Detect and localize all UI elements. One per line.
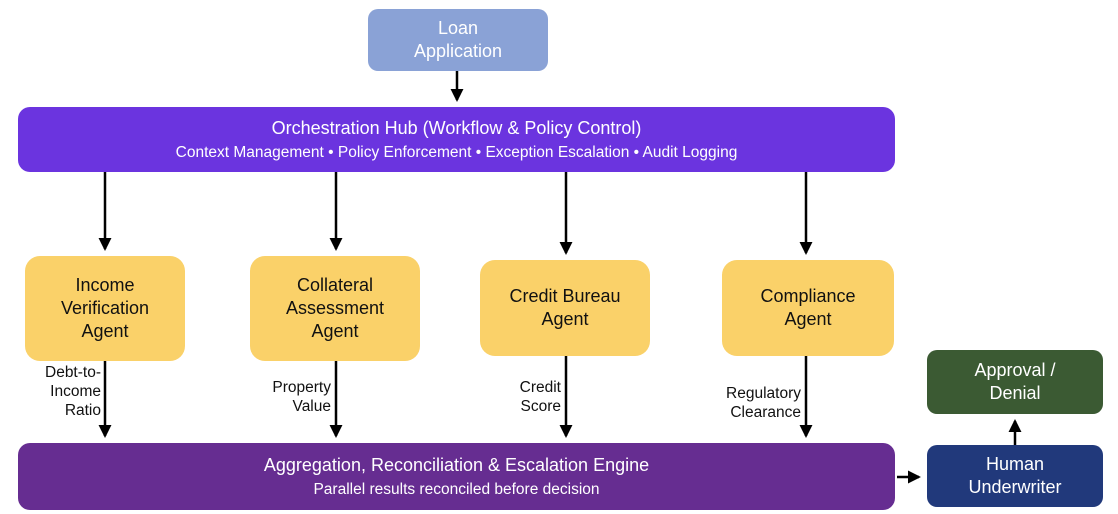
collateral-assessment-agent-label: Collateral Assessment Agent bbox=[285, 274, 385, 342]
credit-bureau-agent-node: Credit Bureau Agent bbox=[480, 260, 650, 356]
orchestration-hub-subtitle: Context Management • Policy Enforcement … bbox=[175, 143, 738, 161]
orchestration-hub-node: Orchestration Hub (Workflow & Policy Con… bbox=[18, 107, 895, 172]
human-underwriter-label: Human Underwriter bbox=[968, 453, 1062, 497]
collateral-assessment-agent-node: Collateral Assessment Agent bbox=[250, 256, 420, 361]
human-underwriter-node: Human Underwriter bbox=[927, 445, 1103, 507]
income-verification-agent-node: Income Verification Agent bbox=[25, 256, 185, 361]
aggregation-engine-title: Aggregation, Reconciliation & Escalation… bbox=[263, 454, 650, 475]
edge-label-property-value: Property Value bbox=[272, 379, 331, 415]
income-verification-agent-label: Income Verification Agent bbox=[60, 274, 150, 342]
edge-label-regulatory-clearance: Regulatory Clearance bbox=[726, 385, 801, 421]
orchestration-hub-title: Orchestration Hub (Workflow & Policy Con… bbox=[271, 117, 642, 138]
credit-bureau-agent-label: Credit Bureau Agent bbox=[509, 285, 621, 329]
loan-application-label: Loan Application bbox=[413, 17, 503, 61]
approval-denial-label: Approval / Denial bbox=[974, 359, 1056, 403]
aggregation-engine-node: Aggregation, Reconciliation & Escalation… bbox=[18, 443, 895, 510]
loan-application-node: Loan Application bbox=[368, 9, 548, 71]
approval-denial-node: Approval / Denial bbox=[927, 350, 1103, 414]
edge-label-debt-to-income-ratio: Debt-to- Income Ratio bbox=[45, 364, 101, 419]
aggregation-engine-subtitle: Parallel results reconciled before decis… bbox=[313, 480, 600, 498]
compliance-agent-label: Compliance Agent bbox=[760, 285, 856, 329]
compliance-agent-node: Compliance Agent bbox=[722, 260, 894, 356]
edge-label-credit-score: Credit Score bbox=[519, 379, 561, 415]
